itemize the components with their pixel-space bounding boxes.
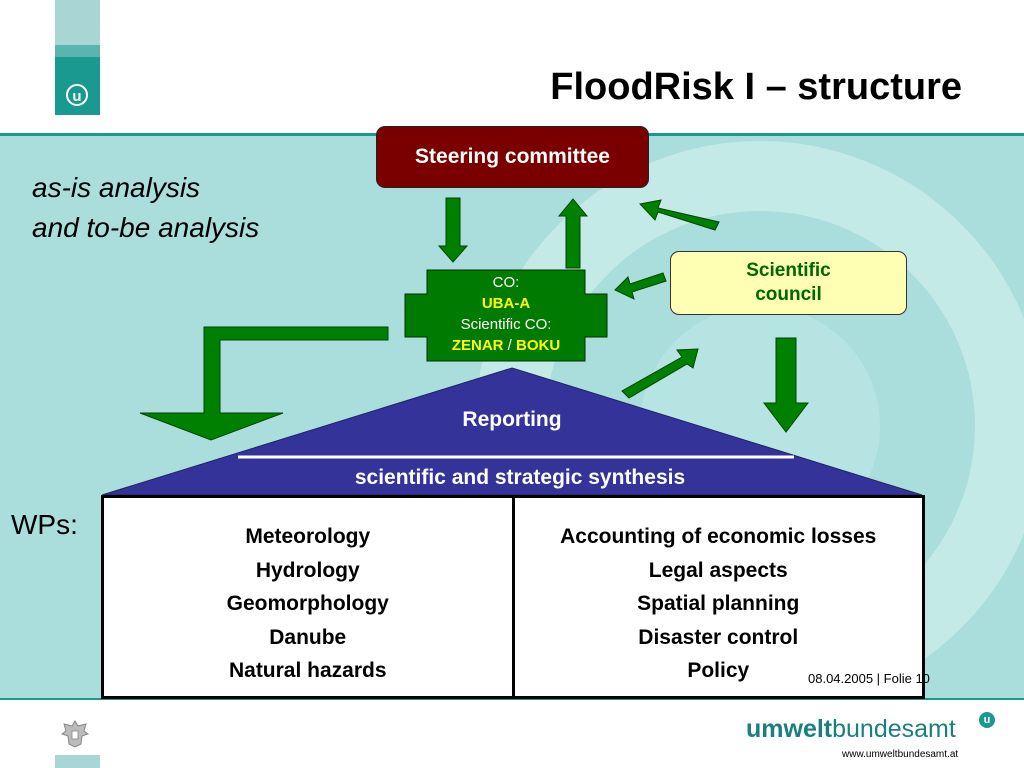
wp-item: Danube — [269, 625, 347, 649]
header-stripe-light — [55, 0, 100, 45]
wp-left-column: Meteorology Hydrology Geomorphology Danu… — [104, 498, 515, 696]
scientific-council-label: Scientific — [746, 260, 831, 281]
boku-label: BOKU — [516, 337, 561, 354]
reporting-label: Reporting — [462, 408, 562, 431]
wp-item: Accounting of economic losses — [560, 525, 877, 548]
wp-right-column: Accounting of economic losses Legal aspe… — [515, 498, 923, 696]
steering-committee-box: Steering committee — [376, 126, 649, 188]
arrow-icon — [139, 326, 389, 441]
umweltbundesamt-logo-icon: u — [979, 712, 995, 728]
zenar-label: ZENAR — [451, 337, 504, 354]
wp-item: Meteorology — [245, 525, 371, 548]
arrow-icon — [557, 198, 589, 269]
brand-rest: bundesamt — [832, 715, 956, 743]
wp-item: Natural hazards — [228, 659, 387, 682]
brand-wordmark: umweltbundesamt — [746, 715, 956, 744]
wp-item: Geomorphology — [226, 592, 389, 615]
header-stripe-mid — [55, 45, 100, 57]
co-value: UBA-A — [481, 295, 531, 312]
wp-item: Legal aspects — [648, 558, 788, 582]
arrow-icon — [437, 197, 469, 263]
co-box — [404, 269, 608, 362]
subtitle-line: and to-be analysis — [32, 212, 260, 243]
brand-bold: umwelt — [746, 715, 833, 743]
scientific-co-label: Scientific CO: — [460, 316, 552, 333]
co-box-text: CO: UBA-A Scientific CO: ZENAR / BOKU — [425, 272, 587, 356]
wp-item: Disaster control — [638, 625, 799, 649]
slide-subtitle: as-is analysis and to-be analysis — [32, 168, 259, 248]
arrow-icon — [639, 199, 720, 231]
website-url: www.umweltbundesamt.at — [842, 749, 959, 760]
wp-item: Hydrology — [255, 558, 360, 582]
slide-header — [0, 0, 1024, 133]
scientific-co-value: ZENAR / BOKU — [425, 335, 587, 356]
arrow-icon — [614, 272, 667, 300]
austrian-eagle-icon — [60, 720, 90, 748]
slide-footer — [0, 700, 1024, 768]
subtitle-line: as-is analysis — [32, 172, 201, 203]
work-packages-table: Meteorology Hydrology Geomorphology Danu… — [101, 495, 925, 699]
arrow-icon — [762, 337, 810, 433]
umweltbundesamt-logo-icon: u — [66, 84, 88, 106]
footer-stripe — [55, 755, 100, 768]
co-label: CO: — [492, 274, 520, 291]
scientific-council-label: council — [755, 284, 822, 305]
slide-date-page: 08.04.2005 | Folie 10 — [808, 671, 930, 686]
slide-title: FloodRisk I – structure — [550, 66, 962, 108]
scientific-council-box: Scientific council — [670, 251, 907, 315]
steering-committee-label: Steering committee — [415, 145, 610, 168]
wp-item: Spatial planning — [637, 592, 800, 615]
footer-divider — [0, 698, 1024, 700]
arrow-icon — [621, 348, 699, 399]
co-separator: / — [507, 337, 512, 354]
wps-label: WPs: — [11, 509, 78, 540]
synthesis-label: scientific and strategic synthesis — [354, 466, 686, 489]
wp-item: Policy — [687, 659, 750, 682]
